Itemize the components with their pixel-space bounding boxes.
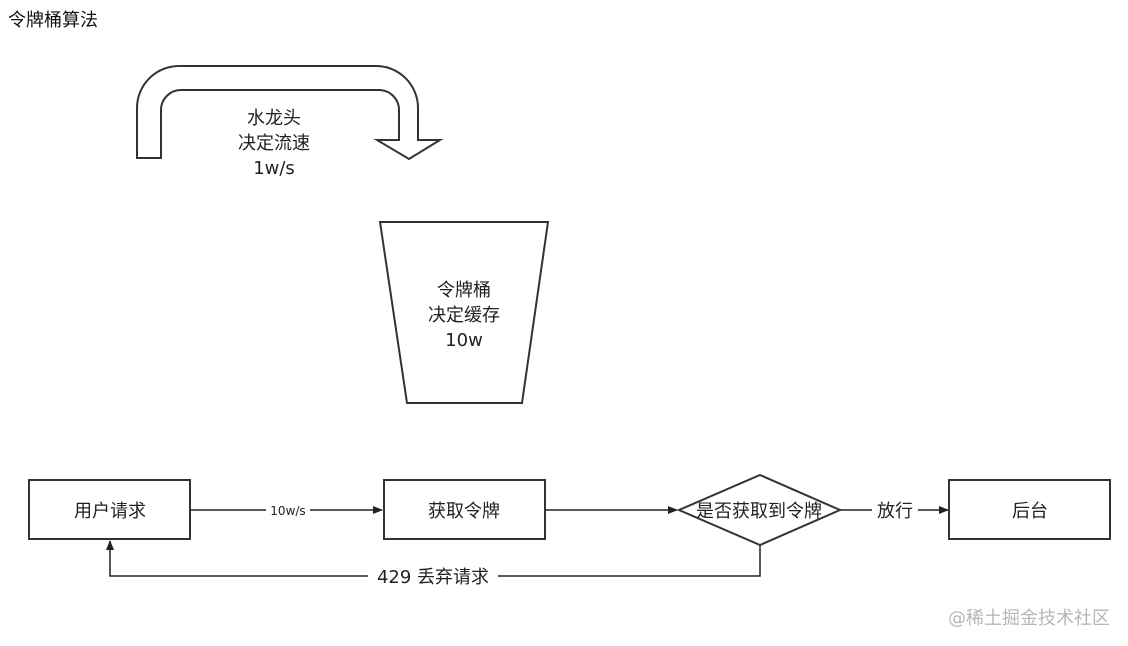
faucet-label-line-2: 决定流速 bbox=[238, 133, 310, 154]
reject-label: 429 丢弃请求 bbox=[377, 567, 489, 588]
allow-label: 放行 bbox=[877, 501, 913, 522]
watermark: @稀土掘金技术社区 bbox=[948, 608, 1110, 629]
user-request-node bbox=[28, 479, 191, 540]
user-request-label: 用户请求 bbox=[74, 501, 146, 522]
faucet-label-line-1: 水龙头 bbox=[247, 108, 301, 129]
backend-label: 后台 bbox=[1012, 501, 1048, 522]
faucet-arrow-shape bbox=[136, 65, 444, 161]
bucket-label-line-1: 令牌桶 bbox=[437, 280, 491, 301]
diagram-title: 令牌桶算法 bbox=[8, 10, 98, 31]
faucet-label-line-3: 1w/s bbox=[253, 158, 295, 179]
backend-node bbox=[948, 479, 1111, 540]
decision-label: 是否获取到令牌 bbox=[696, 501, 822, 522]
bucket-label-line-2: 决定缓存 bbox=[428, 305, 500, 326]
request-rate-label: 10w/s bbox=[270, 504, 305, 518]
token-bucket-shape bbox=[378, 221, 550, 404]
get-token-label: 获取令牌 bbox=[428, 501, 500, 522]
bucket-label-line-3: 10w bbox=[445, 330, 483, 351]
